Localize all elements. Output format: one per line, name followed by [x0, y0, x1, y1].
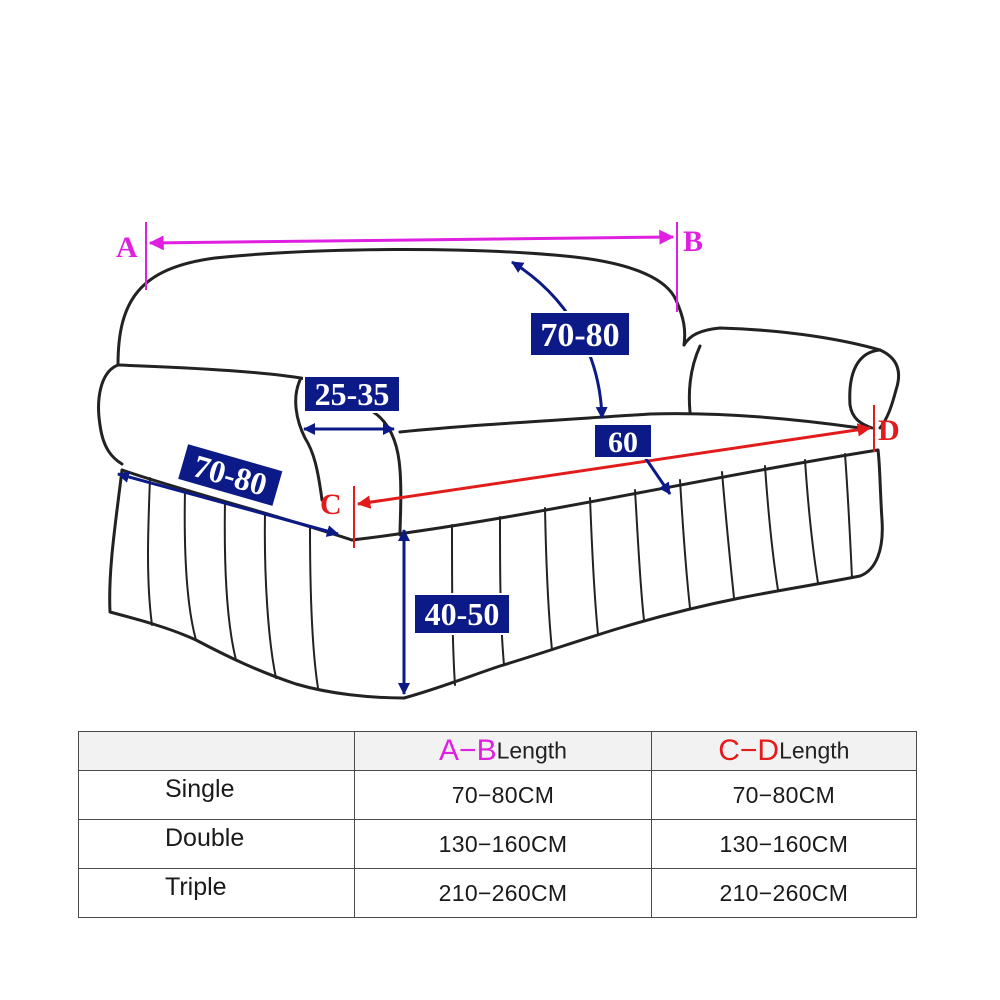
svg-text:25-35: 25-35 [315, 376, 390, 412]
svg-text:70-80: 70-80 [540, 317, 619, 354]
row-cd-value: 210−260CM [650, 868, 918, 918]
size-table: A−BLength C−DLength Single 70−80CM 70−80… [77, 731, 918, 918]
header-blank-cell [77, 731, 356, 771]
row-type: Single [77, 770, 356, 820]
ab-arrow [148, 229, 675, 251]
dim-label-arm-width: 25-35 [303, 375, 401, 413]
dim-label-skirt-height: 40-50 [413, 593, 511, 635]
header-cd-key: C−D [718, 734, 780, 767]
header-ab-word: Length [496, 737, 567, 764]
size-table-header: A−BLength C−DLength [77, 731, 918, 771]
header-cd-word: Length [779, 737, 850, 764]
row-type: Triple [77, 868, 356, 918]
dim-label-seat-depth: 60 [593, 423, 653, 459]
row-ab-value: 210−260CM [354, 868, 652, 918]
row-ab-value: 70−80CM [354, 770, 652, 820]
ab-dimension: A B [116, 222, 703, 312]
header-ab-length: A−BLength [354, 731, 652, 771]
dim-label-arm-length: 70-80 [175, 441, 285, 509]
header-cd-length: C−DLength [650, 731, 918, 771]
table-row: Triple 210−260CM 210−260CM [77, 868, 918, 918]
dim-label-back-height: 70-80 [529, 311, 631, 357]
arm-length-arrow [117, 471, 339, 537]
table-row: Single 70−80CM 70−80CM [77, 770, 918, 820]
row-cd-value: 70−80CM [650, 770, 918, 820]
svg-text:40-50: 40-50 [425, 596, 500, 632]
svg-text:60: 60 [608, 426, 638, 459]
table-row: Double 130−160CM 130−160CM [77, 819, 918, 869]
row-cd-value: 130−160CM [650, 819, 918, 869]
point-label-a: A [116, 231, 138, 264]
point-label-c: C [320, 488, 342, 521]
cd-arrow [356, 423, 872, 509]
row-ab-value: 130−160CM [354, 819, 652, 869]
row-type: Double [77, 819, 356, 869]
header-ab-key: A−B [439, 734, 497, 767]
point-label-d: D [878, 414, 900, 447]
point-label-b: B [683, 225, 703, 258]
